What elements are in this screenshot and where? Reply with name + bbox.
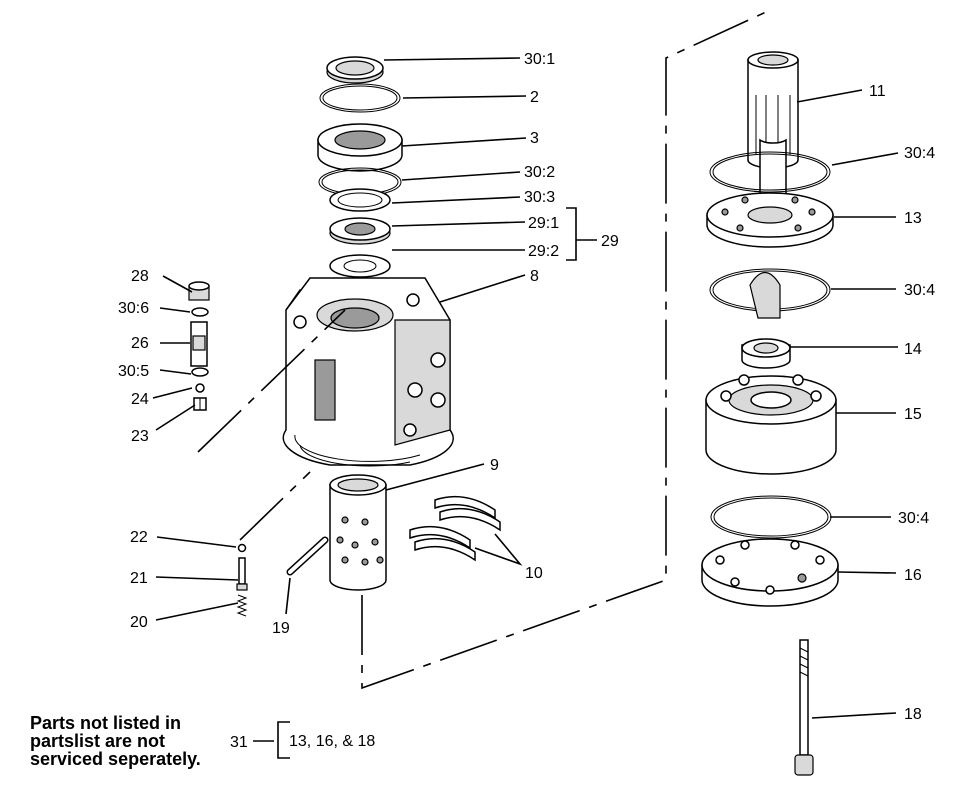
- callout-20: 20: [130, 614, 148, 631]
- part-19-pin: [286, 536, 329, 576]
- part-15-gerotor: [705, 374, 837, 475]
- callout-8: 8: [530, 268, 539, 285]
- part-26-cartridge: [190, 321, 208, 367]
- callout-30-5: 30:5: [118, 363, 149, 380]
- callout-14: 14: [904, 341, 922, 358]
- part-18-cap-screw: [794, 639, 814, 776]
- part-30-5-oring: [191, 367, 209, 377]
- part-24-ball: [195, 383, 205, 393]
- callout-23: 23: [131, 428, 149, 445]
- callout-19: 19: [272, 620, 290, 637]
- part-3-bushing: [317, 123, 403, 172]
- part-29-1-washer: [329, 217, 391, 245]
- part-16-end-cap: [701, 538, 839, 607]
- service-note-line-2: partslist are not: [30, 731, 166, 751]
- callout-10: 10: [525, 565, 543, 582]
- part-8-housing: [282, 277, 454, 467]
- part-28-plug: [188, 281, 210, 301]
- callout-24: 24: [131, 391, 149, 408]
- callout-29: 29: [601, 233, 619, 250]
- callout-21: 21: [130, 570, 148, 587]
- callout-11: 11: [869, 83, 886, 100]
- callout-31: 31: [230, 734, 248, 751]
- part-30-4-ring-c: [710, 495, 832, 539]
- callout-30-4-a: 30:4: [904, 145, 935, 162]
- part-30-6-oring: [191, 307, 209, 317]
- callout-30-3: 30:3: [524, 189, 555, 206]
- service-note: Parts not listed in partslist are not se…: [30, 714, 230, 768]
- part-9-spool: [329, 474, 387, 591]
- callout-18: 18: [904, 706, 922, 723]
- callout-labels: 30:1 2 3 30:2 30:3 29:1 29:2 29 8 28 30:…: [118, 51, 935, 751]
- callout-30-2: 30:2: [524, 164, 555, 181]
- callout-29-1: 29:1: [528, 215, 559, 232]
- part-13-plate: [706, 192, 834, 248]
- part-30-3-seal: [329, 188, 391, 212]
- callout-30-4-b: 30:4: [904, 282, 935, 299]
- callout-26: 26: [131, 335, 149, 352]
- leader-lines: [152, 57, 899, 759]
- callout-28: 28: [131, 268, 149, 285]
- callout-16: 16: [904, 567, 922, 584]
- callout-30-4-c: 30:4: [898, 510, 929, 527]
- part-22-ball: [237, 543, 247, 553]
- part-23-fitting: [193, 397, 207, 411]
- part-21-seat: [236, 557, 248, 591]
- callout-15: 15: [904, 406, 922, 423]
- part-30-1-seal: [326, 56, 384, 84]
- part-14-rotor: [741, 338, 791, 369]
- callout-9: 9: [490, 457, 499, 474]
- part-11-drive: [747, 51, 799, 200]
- part-2-ring: [319, 83, 401, 113]
- callout-3: 3: [530, 130, 539, 147]
- callout-22: 22: [130, 529, 148, 546]
- callout-30-6: 30:6: [118, 300, 149, 317]
- part-20-spring: [236, 594, 248, 617]
- part-30-4-ring-b: [709, 268, 831, 319]
- service-note-line-3: serviced seperately.: [30, 749, 201, 769]
- part-29-2-washer: [329, 254, 391, 278]
- callout-30-1: 30:1: [524, 51, 555, 68]
- part-10-springs: [409, 495, 501, 562]
- callout-31-items: 13, 16, & 18: [289, 733, 375, 750]
- assembly-centerline: [197, 11, 767, 690]
- part-30-4-ring-a: [709, 151, 831, 193]
- callout-2: 2: [530, 89, 539, 106]
- callout-13: 13: [904, 210, 922, 227]
- service-note-line-1: Parts not listed in: [30, 713, 182, 733]
- callout-29-2: 29:2: [528, 243, 559, 260]
